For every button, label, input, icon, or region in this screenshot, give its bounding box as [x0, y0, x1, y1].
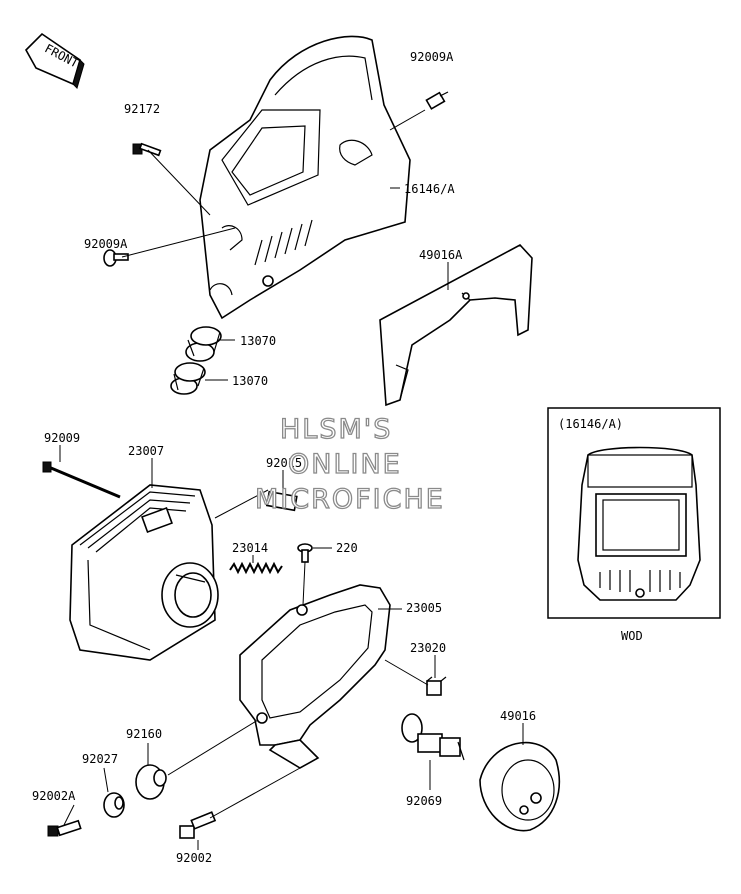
- inset-cover: [577, 446, 701, 601]
- label-16146a: 16146/A: [404, 182, 455, 196]
- front-arrow-icon: FRONT: [25, 32, 85, 89]
- bolt-92002: [179, 811, 217, 839]
- headlight-frame: [239, 584, 391, 769]
- bulb-92069: [401, 713, 465, 761]
- label-13070-a: 13070: [240, 334, 276, 348]
- label-23014: 23014: [232, 541, 268, 555]
- label-23005: 23005: [406, 601, 442, 615]
- label-92009a-left: 92009A: [84, 237, 128, 251]
- bolt-92172: [132, 142, 162, 157]
- watermark-line-1: HLSM'S: [280, 414, 392, 445]
- label-49016a: 49016A: [419, 248, 463, 262]
- label-92069: 92069: [406, 794, 442, 808]
- label-92172: 92172: [124, 102, 160, 116]
- cover-inner: [379, 244, 533, 407]
- bulb-boot-49016: [479, 741, 560, 832]
- label-92002: 92002: [176, 851, 212, 865]
- label-23007: 23007: [128, 444, 164, 458]
- cap-23020: [426, 676, 447, 696]
- label-220: 220: [336, 541, 358, 555]
- leader-lines: [59, 109, 524, 850]
- label-13070-b: 13070: [232, 374, 268, 388]
- inset-title: (16146/A): [558, 417, 623, 431]
- watermark: HLSM'S ONLINE MICROFICHE: [254, 413, 445, 515]
- label-23020: 23020: [410, 641, 446, 655]
- label-92009: 92009: [44, 431, 80, 445]
- label-92160: 92160: [126, 727, 162, 741]
- nut-92015: [265, 490, 298, 512]
- inset-caption: WOD: [621, 629, 643, 643]
- part-labels: 92009A 92172 16146/A 92009A 49016A 13070…: [32, 50, 536, 865]
- headlight-unit: [69, 484, 219, 661]
- bolt-92009a-top: [425, 91, 449, 110]
- bolt-92009a-left: [103, 249, 129, 267]
- label-92015: 92015: [266, 456, 302, 470]
- screw-92009: [42, 461, 121, 499]
- spring-23014: [229, 561, 283, 575]
- bolt-92002a: [47, 819, 82, 837]
- headlight-cover: [199, 35, 411, 320]
- grommet-13070-b: [170, 362, 206, 395]
- label-92002a: 92002A: [32, 789, 76, 803]
- label-92027: 92027: [82, 752, 118, 766]
- label-92009a-top: 92009A: [410, 50, 454, 64]
- label-49016: 49016: [500, 709, 536, 723]
- grommet-13070-a: [185, 326, 222, 362]
- screw-220: [297, 543, 313, 563]
- watermark-line-3: MICROFICHE: [255, 484, 445, 515]
- grommet-92160: [135, 764, 167, 800]
- inset-panel: (16146/A) WOD: [547, 407, 721, 643]
- collar-92027: [103, 792, 125, 818]
- watermark-line-2: ONLINE: [288, 449, 402, 480]
